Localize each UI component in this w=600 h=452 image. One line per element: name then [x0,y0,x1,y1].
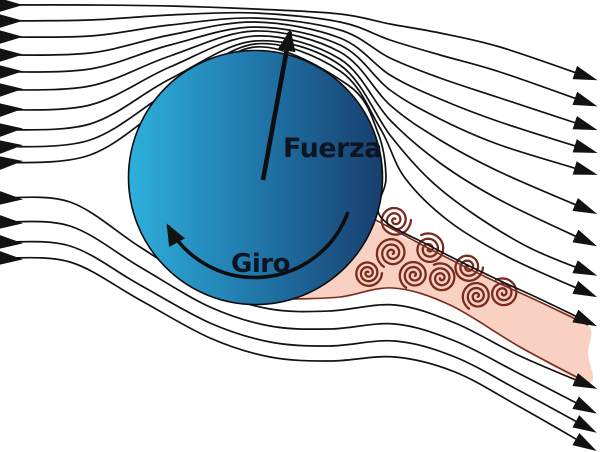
force-arrow [260,29,296,181]
spin-arrow [166,211,350,280]
streamlines-bottom [0,190,598,451]
streamline [0,250,597,451]
spinning-ball [127,49,384,306]
force-label: Fuerza [283,133,382,164]
spin-label: Giro [231,249,290,279]
